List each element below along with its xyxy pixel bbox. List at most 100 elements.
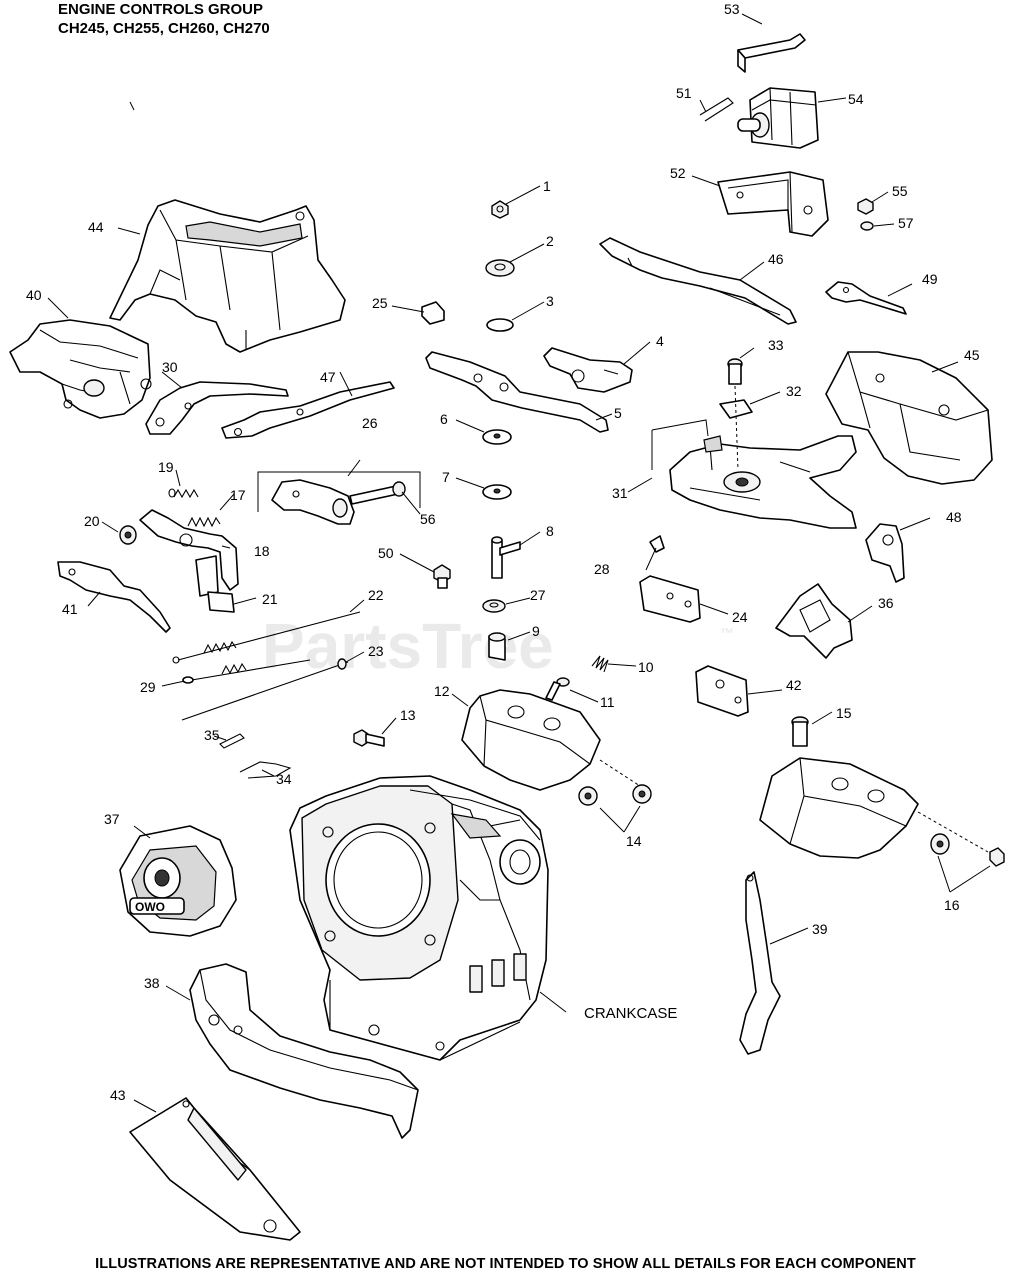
part-31-guide-line — [734, 385, 739, 471]
part-8-pin[interactable] — [491, 536, 521, 579]
callout-4: 4 — [656, 333, 664, 349]
part-2-washer[interactable] — [485, 259, 515, 277]
part-10-spring[interactable] — [591, 655, 609, 673]
part-25-clip[interactable] — [421, 301, 445, 325]
part-53-bracket[interactable] — [737, 33, 806, 73]
part-3-washer[interactable] — [486, 318, 514, 332]
part-15-bolt[interactable] — [791, 716, 809, 747]
part-43-guard[interactable] — [129, 1097, 301, 1241]
part-49-lever[interactable] — [825, 281, 907, 315]
model-list: CH245, CH255, CH260, CH270 — [58, 20, 270, 37]
part-48-bracket[interactable] — [865, 523, 905, 583]
group-26-bracket — [257, 471, 421, 512]
part-30-bracket[interactable] — [145, 381, 289, 435]
callout-18: 18 — [254, 543, 270, 559]
callout-5: 5 — [614, 405, 622, 421]
part-5-throttle-lever[interactable] — [425, 351, 609, 433]
part-50-bolt[interactable] — [433, 564, 451, 589]
part-14-grommet[interactable] — [578, 784, 652, 806]
callout-43: 43 — [110, 1087, 126, 1103]
callout-29: 29 — [140, 679, 156, 695]
disclaimer-footer: ILLUSTRATIONS ARE REPRESENTATIVE AND ARE… — [95, 1256, 916, 1272]
part-1-nut[interactable] — [491, 200, 509, 219]
callout-25: 25 — [372, 295, 388, 311]
part-31-control-bracket[interactable] — [669, 435, 857, 529]
part-47-link-bracket[interactable] — [221, 381, 395, 439]
part-22-governor-spring-rod[interactable] — [172, 611, 361, 664]
part-33-screw[interactable] — [727, 358, 743, 385]
callout-7: 7 — [442, 469, 450, 485]
part-6-washer[interactable] — [482, 429, 512, 445]
part-34-clip[interactable] — [239, 761, 292, 779]
leader-lines — [47, 13, 991, 1113]
part-52-solenoid-bracket[interactable] — [717, 171, 829, 237]
callout-32: 32 — [786, 383, 802, 399]
callout-49: 49 — [922, 271, 938, 287]
part-18-choke-lever[interactable] — [139, 509, 239, 597]
callout-47: 47 — [320, 369, 336, 385]
part-24-bracket[interactable] — [639, 575, 701, 623]
callout-9: 9 — [532, 623, 540, 639]
part-54-solenoid[interactable] — [737, 87, 819, 149]
callout-56: 56 — [420, 511, 436, 527]
part-12-bracket[interactable] — [461, 689, 601, 791]
part-45-cover[interactable] — [825, 351, 993, 485]
right-mount-bracket[interactable] — [759, 757, 919, 859]
callout-12: 12 — [434, 683, 450, 699]
part-51-spring-clip[interactable] — [699, 97, 734, 122]
part-13-screw[interactable] — [353, 729, 385, 747]
part-28-plug[interactable] — [649, 535, 665, 553]
callout-10: 10 — [638, 659, 654, 675]
callout-6: 6 — [440, 411, 448, 427]
part-21-bracket[interactable] — [207, 591, 235, 613]
part-32-clip[interactable] — [719, 399, 753, 419]
callout-51: 51 — [676, 85, 692, 101]
part-36-bracket[interactable] — [775, 583, 853, 659]
callout-19: 19 — [158, 459, 174, 475]
part-11-screw[interactable] — [545, 677, 570, 701]
diagram-title-block: ENGINE CONTROLS GROUP CH245, CH255, CH26… — [58, 0, 270, 38]
part-26-governor-lever-assembly[interactable] — [271, 479, 355, 525]
watermark-tm: ™ — [720, 625, 734, 641]
part-39-lever[interactable] — [739, 871, 781, 1055]
part-23-linkage-rod[interactable] — [181, 658, 349, 721]
callout-21: 21 — [262, 591, 278, 607]
part-14-guide-line — [599, 759, 641, 787]
part-16-guide-line — [917, 811, 989, 853]
part-56-bolt[interactable] — [349, 481, 406, 505]
part-44-air-cleaner-cover[interactable] — [109, 199, 346, 353]
part-9-bushing[interactable] — [488, 632, 506, 661]
part-19-spring[interactable] — [168, 488, 199, 499]
callout-54: 54 — [848, 91, 864, 107]
part-40-air-cleaner-base[interactable] — [9, 319, 152, 419]
part-35-clip[interactable] — [219, 733, 245, 749]
callout-14: 14 — [626, 833, 642, 849]
callout-50: 50 — [378, 545, 394, 561]
part-4-lever[interactable] — [543, 347, 633, 393]
callout-31: 31 — [612, 485, 628, 501]
callout-28: 28 — [594, 561, 610, 577]
part-41-lever[interactable] — [57, 561, 171, 633]
part-57-washer[interactable] — [860, 221, 874, 231]
callout-39: 39 — [812, 921, 828, 937]
callout-16: 16 — [944, 897, 960, 913]
decal-text: OWO — [135, 900, 165, 914]
part-55-nut[interactable] — [857, 198, 874, 215]
callout-36: 36 — [878, 595, 894, 611]
part-7-washer[interactable] — [482, 484, 512, 500]
part-42-bracket[interactable] — [695, 665, 749, 717]
part-29-linkage[interactable] — [179, 659, 311, 684]
part-37-side-cover[interactable]: OWO — [119, 825, 237, 937]
part-46-control-lever[interactable] — [599, 237, 797, 325]
callout-26: 26 — [362, 415, 378, 431]
callout-2: 2 — [546, 233, 554, 249]
callout-46: 46 — [768, 251, 784, 267]
callout-37: 37 — [104, 811, 120, 827]
part-16-grommet[interactable] — [930, 833, 1005, 867]
part-17-spring[interactable] — [187, 516, 221, 528]
part-38-shield[interactable] — [189, 963, 419, 1139]
part-27-washer[interactable] — [482, 599, 506, 613]
callout-33: 33 — [768, 337, 784, 353]
callout-44: 44 — [88, 219, 104, 235]
part-20-washer[interactable] — [119, 525, 137, 545]
